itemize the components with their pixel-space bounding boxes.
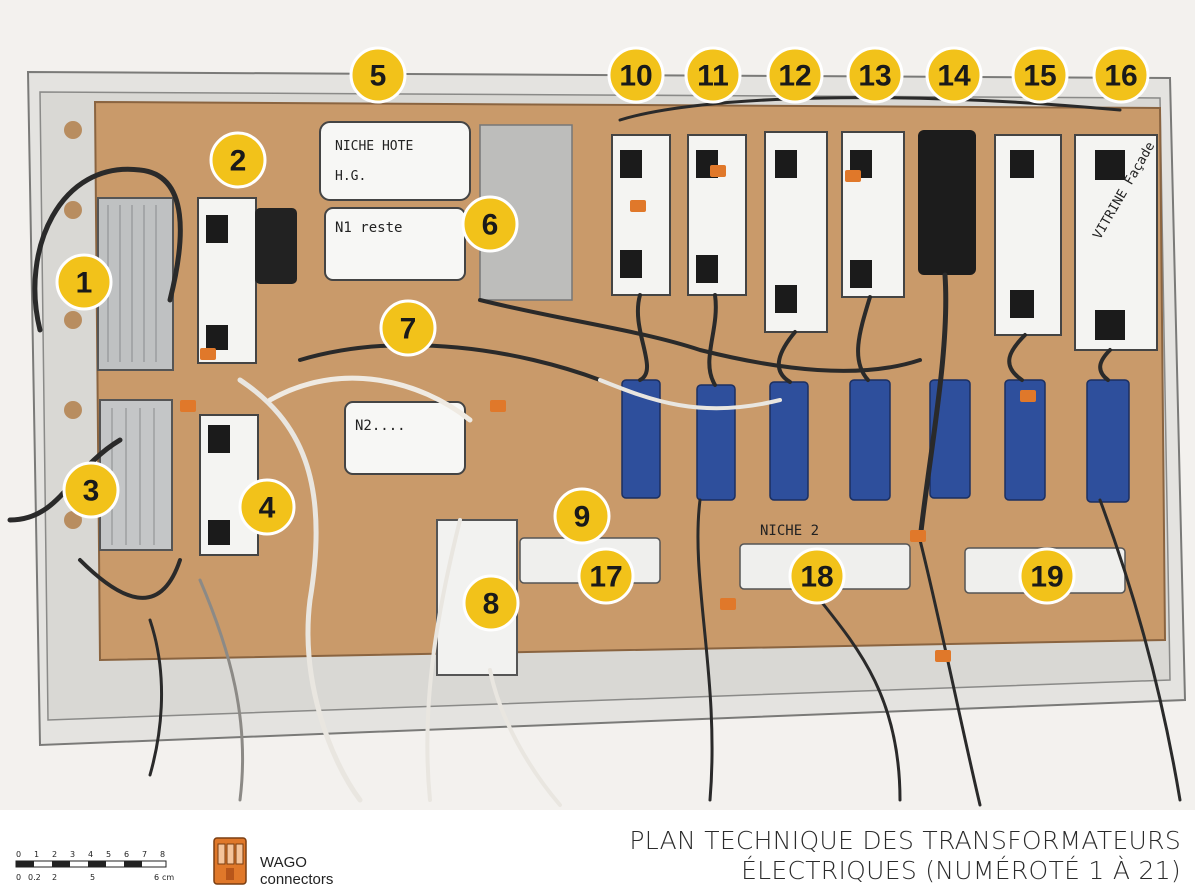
svg-text:8: 8 (483, 588, 500, 621)
svg-text:12: 12 (778, 60, 811, 93)
svg-text:6: 6 (482, 209, 499, 242)
scale-bottom-tick: 0.2 (28, 873, 41, 882)
footer (0, 810, 1195, 896)
marker-17: 17 (577, 547, 635, 605)
scale-top-tick: 8 (160, 850, 165, 859)
svg-text:1: 1 (76, 267, 93, 300)
plan-title-line2: ÉLECTRIQUES (NUMÉROTÉ 1 À 21) (741, 856, 1181, 885)
scale-top-tick: 7 (142, 850, 147, 859)
svg-text:2: 2 (230, 145, 247, 178)
led-driver (764, 131, 828, 333)
scale-top-tick: 1 (34, 850, 39, 859)
marker-2: 2 (209, 131, 267, 189)
led-driver: N1 reste (324, 207, 466, 281)
led-driver (197, 197, 257, 364)
led-driver (994, 134, 1062, 336)
led-driver: N2.... (344, 401, 466, 475)
svg-text:3: 3 (83, 475, 100, 508)
scale-top-tick: 2 (52, 850, 57, 859)
scale-top-tick: 4 (88, 850, 93, 859)
plan-title-line1: PLAN TECHNIQUE DES TRANSFORMATEURS (629, 826, 1181, 855)
marker-18: 18 (788, 547, 846, 605)
svg-text:13: 13 (858, 60, 891, 93)
svg-text:16: 16 (1104, 60, 1137, 93)
transformer-board-diagram: NICHE HOTE H.G. N1 reste N2.... (0, 0, 1195, 810)
marker-8: 8 (462, 574, 520, 632)
scale-bar: 0 1 2 3 4 5 6 7 8 0 0.2 2 5 6 cm (15, 850, 174, 882)
handnote-hg: H.G. (335, 169, 366, 184)
svg-text:14: 14 (937, 60, 971, 93)
wago-legend: WAGO connectors (212, 836, 372, 890)
wago-legend-title: WAGO (260, 854, 307, 871)
svg-text:19: 19 (1030, 561, 1063, 594)
scale-bottom-tick: 2 (52, 873, 57, 882)
led-driver (611, 134, 671, 296)
marker-5: 5 (349, 46, 407, 104)
marker-13: 13 (846, 46, 904, 104)
marker-11: 11 (684, 46, 742, 104)
scale-top-tick: 0 (16, 850, 21, 859)
plug-adapter (255, 208, 297, 284)
marker-16: 16 (1092, 46, 1150, 104)
led-driver: NICHE HOTE H.G. (319, 121, 471, 201)
handnote-n1-reste: N1 reste (335, 220, 402, 236)
svg-text:5: 5 (370, 60, 387, 93)
marker-19: 19 (1018, 547, 1076, 605)
svg-text:9: 9 (574, 501, 591, 534)
wago-legend-subtitle: connectors (260, 871, 334, 888)
svg-text:4: 4 (259, 492, 276, 525)
blue-led-driver-row (621, 379, 1130, 503)
marker-15: 15 (1011, 46, 1069, 104)
scale-top-tick: 6 (124, 850, 129, 859)
plan-title: PLAN TECHNIQUE DES TRANSFORMATEURS ÉLECT… (561, 826, 1181, 886)
handnote-n2: N2.... (355, 418, 406, 434)
svg-text:18: 18 (800, 561, 833, 594)
wago-legend-label: WAGO connectors (260, 854, 333, 888)
scale-bottom-tick: 6 (154, 873, 159, 882)
svg-text:11: 11 (697, 60, 729, 93)
svg-text:7: 7 (400, 313, 417, 346)
marker-3: 3 (62, 461, 120, 519)
marker-9: 9 (553, 487, 611, 545)
scale-bottom-tick: 0 (16, 873, 21, 882)
marker-4: 4 (238, 478, 296, 536)
power-brick (918, 130, 976, 275)
svg-text:17: 17 (589, 561, 622, 594)
handnote-niche2: NICHE 2 (760, 523, 819, 539)
marker-6: 6 (461, 195, 519, 253)
marker-12: 12 (766, 46, 824, 104)
marker-7: 7 (379, 299, 437, 357)
led-driver: VITRINE Façade (1074, 134, 1158, 351)
led-driver (687, 134, 747, 296)
wago-connectors (180, 165, 1036, 662)
scale-top-tick: 3 (70, 850, 75, 859)
wago-connector-icon (213, 837, 247, 885)
marker-1: 1 (55, 253, 113, 311)
marker-10: 10 (607, 46, 665, 104)
scale-unit: cm (162, 873, 174, 882)
handnote-niche-hote: NICHE HOTE (335, 139, 413, 154)
scale-bottom-tick: 5 (90, 873, 95, 882)
svg-text:10: 10 (619, 60, 652, 93)
led-driver (841, 131, 905, 298)
scale-top-tick: 5 (106, 850, 111, 859)
svg-text:15: 15 (1023, 60, 1056, 93)
marker-14: 14 (925, 46, 983, 104)
